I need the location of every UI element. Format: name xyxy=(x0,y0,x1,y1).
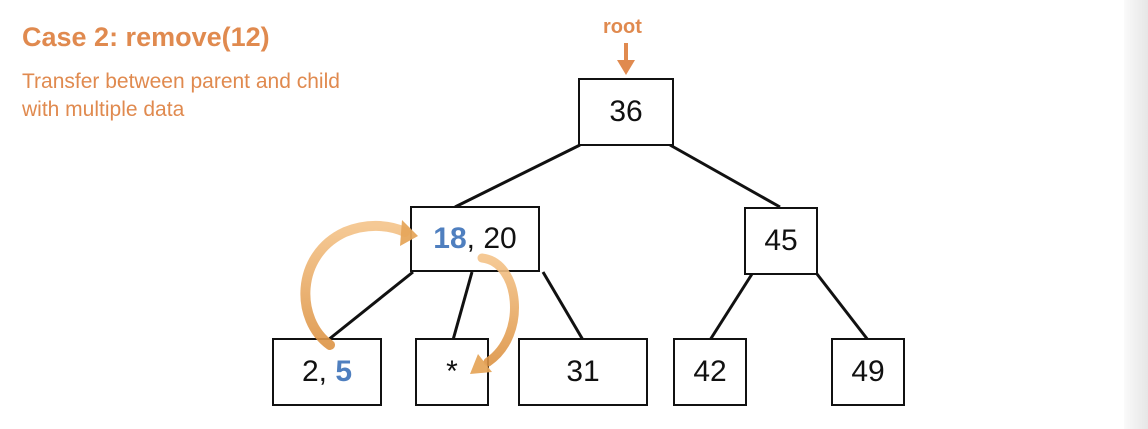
edge-18-20-to-star xyxy=(451,271,474,341)
node-leaf-31: 31 xyxy=(518,338,648,406)
node-leaf-49: 49 xyxy=(831,338,905,406)
node-leaf-empty-label: * xyxy=(446,355,458,388)
slide-title: Case 2: remove(12) xyxy=(22,22,270,52)
node-left-internal-second: 20 xyxy=(483,222,517,255)
node-leaf-2-5: 2, 5 xyxy=(272,338,382,406)
node-left-internal-sep: , xyxy=(466,222,484,255)
node-leaf-empty: * xyxy=(415,338,489,406)
node-right-internal-label: 45 xyxy=(764,224,798,257)
node-leaf-2-5-second: 5 xyxy=(335,355,353,388)
node-leaf-42-label: 42 xyxy=(693,355,727,388)
node-leaf-2-5-first: 2 xyxy=(301,355,319,388)
slide-subtitle: Transfer between parent and child with m… xyxy=(22,68,340,124)
edge-36-to-18-20 xyxy=(454,143,581,209)
subtitle-line-1: Transfer between parent and child xyxy=(22,70,340,93)
node-left-internal-first: 18 xyxy=(433,222,467,255)
node-leaf-49-label: 49 xyxy=(851,355,885,388)
node-root: 36 xyxy=(578,78,674,146)
subtitle-line-2: with multiple data xyxy=(22,98,185,121)
slide-edge-shadow xyxy=(1124,0,1148,429)
edge-36-to-45 xyxy=(669,143,781,209)
node-left-internal: 18, 20 xyxy=(410,206,540,272)
root-pointer-arrow-icon xyxy=(617,43,635,75)
edge-18-20-to-31 xyxy=(541,271,585,341)
node-leaf-2-5-sep: , xyxy=(318,355,336,388)
node-root-label: 36 xyxy=(609,95,643,128)
edge-45-to-42 xyxy=(708,273,754,341)
root-label: root xyxy=(603,16,642,38)
transfer-arrow-5-to-parent-icon xyxy=(300,220,418,350)
transfer-arrow-18-to-child-icon xyxy=(470,253,519,374)
node-leaf-42: 42 xyxy=(673,338,747,406)
node-right-internal: 45 xyxy=(744,207,818,275)
edge-18-20-to-2-5 xyxy=(327,270,414,342)
edge-45-to-49 xyxy=(815,273,870,341)
node-leaf-31-label: 31 xyxy=(566,355,600,388)
